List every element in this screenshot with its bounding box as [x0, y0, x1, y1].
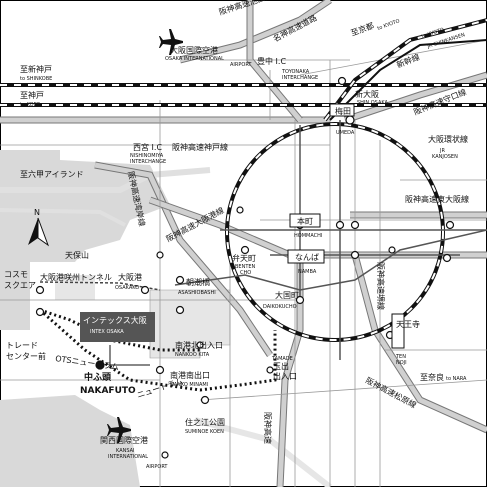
suminoe-label: 住之江公園	[185, 417, 225, 427]
tamade-exit-label2: 出入口	[273, 371, 297, 381]
umeda-label: 梅田	[335, 106, 351, 116]
osaka-airport-label-en: OSAKA INTERNATIONAL	[165, 56, 224, 62]
nankominami-label-en: NANKO MINAMI	[170, 382, 208, 388]
asashiobashi-label: 朝潮橋	[186, 277, 210, 287]
daikokucho-label-en: DAIKOKUCHO	[263, 304, 297, 310]
interchange2-label-en: INTERCHANGE	[130, 159, 166, 165]
to-shinkobe-label-en: to SHINKOBE	[20, 76, 52, 82]
jr-label-en: JR	[439, 148, 445, 154]
hanshin-higashi-osaka-label: 阪神高速東大阪線	[405, 194, 469, 204]
tamade-exit-label: 玉出	[273, 361, 289, 371]
toyonaka-ic-label: 豊中 I.C	[257, 56, 286, 66]
airport-label-en: AIRPORT	[230, 62, 252, 68]
asashiobashi-label-en: ASASHIOBASHI	[178, 290, 216, 296]
osakako-label: 大阪港	[118, 272, 142, 282]
trade-label: トレード	[6, 341, 38, 350]
cosmo-label: コスモ	[4, 270, 28, 279]
namba-label-en: NAMBA	[298, 269, 317, 275]
namba-box	[287, 249, 325, 264]
osaka-loop-line	[225, 122, 445, 342]
north-arrow-icon	[28, 217, 50, 247]
tennoji-box	[391, 313, 405, 349]
osaka-airport-label: 大阪国際空港	[170, 45, 218, 55]
nankominami-exit-label: 南港南出口	[170, 370, 210, 380]
intex-pointer	[109, 345, 150, 366]
airplane-icon	[107, 417, 131, 443]
to-nara-label: 至奈良	[420, 372, 444, 382]
river	[0, 167, 211, 193]
intex-label-en: INTEX OSAKA	[90, 329, 124, 335]
shin-osaka-label: 新大阪	[355, 89, 379, 99]
tenposan-label: 天保山	[65, 250, 89, 260]
sea-area-south	[0, 395, 140, 487]
daikokucho-label: 大国町	[275, 290, 299, 300]
river-2	[0, 208, 126, 227]
toyonaka-label-en: TOYONAKA	[281, 69, 310, 75]
kanjo-label: 大阪環状線	[428, 134, 468, 144]
nakafuto-label-en: NAKAFUTO	[80, 386, 136, 396]
sea-area-west	[0, 262, 30, 330]
to-kobe-label: 至神戸	[20, 90, 44, 100]
nishinomiya-ic-label: 西宮 I.C	[133, 142, 162, 152]
to-nara-label-en: to NARA	[446, 376, 467, 382]
center-label: センター前	[6, 351, 46, 361]
to-kobe-label-en: to KOBE	[20, 102, 40, 108]
shin-osaka-label-en: SHIN OSAKA	[357, 100, 389, 106]
kix-label: 関西国際空港	[100, 435, 148, 445]
intex-building	[80, 312, 155, 342]
hanshin-sakai-label: 阪神高速堺線	[376, 262, 386, 310]
hanshin-sakaisuji-label: 阪神高速	[263, 412, 273, 444]
nankokita-label-en: NANKOO KITA	[175, 352, 210, 358]
hommachi-label: 本町	[297, 216, 313, 226]
kix-label-en3: AIRPORT	[146, 464, 168, 470]
north-label: N	[34, 208, 40, 217]
hanshin-kobe-label: 阪神高速神戸線	[172, 142, 228, 152]
kix-label-en2: INTERNATIONAL	[108, 454, 148, 460]
local-roads	[0, 39, 487, 487]
bentencho-label-en: BENTEN	[235, 264, 256, 270]
hommachi-label-en: HOMMACHI	[294, 233, 322, 239]
railways	[0, 18, 487, 122]
tamade-label-en: TAMADE	[271, 356, 293, 362]
sakishima	[55, 275, 95, 300]
bentencho-label: 弁天町	[232, 253, 256, 263]
to-shinkobe-label: 至新神戸	[20, 64, 52, 74]
umeda-label-en: UMEDA	[336, 130, 355, 136]
nankokita-exit-label: 南港北出入口	[175, 340, 223, 350]
airplane-icon	[159, 29, 183, 55]
umeda-box	[329, 103, 355, 117]
kix-label-en: KANSAI	[116, 448, 135, 454]
tennoji-label: 天王寺	[396, 320, 420, 329]
namba-label: なんば	[295, 253, 319, 262]
square-label: スクエア	[4, 281, 36, 290]
kanjosen-label-en: KANJOSEN	[432, 154, 458, 160]
bentencho-label-en2: CHO	[240, 270, 251, 276]
hommachi-box	[289, 213, 321, 228]
newtram-line	[39, 308, 277, 392]
nishinomiya-label-en: NISHINOMIYA	[130, 153, 164, 159]
suminoe-label-en: SUMINOE KOEN	[185, 429, 224, 435]
to-rokko-label: 至六甲アイランド	[20, 169, 84, 179]
tunnel-label: 大阪港咲州トンネル	[40, 272, 112, 282]
station-markers	[35, 76, 455, 459]
interchange-label-en: INTERCHANGE	[282, 75, 318, 81]
tennoji-label-en2: NOJI	[396, 360, 407, 366]
river-south	[194, 417, 332, 490]
tennoji-label-en: TEN	[395, 354, 406, 360]
osakako-label-en: OSAKAKO	[115, 285, 139, 291]
nakafuto-label: 中ふ頭	[84, 371, 112, 383]
intex-label: インテックス大阪	[83, 315, 147, 325]
